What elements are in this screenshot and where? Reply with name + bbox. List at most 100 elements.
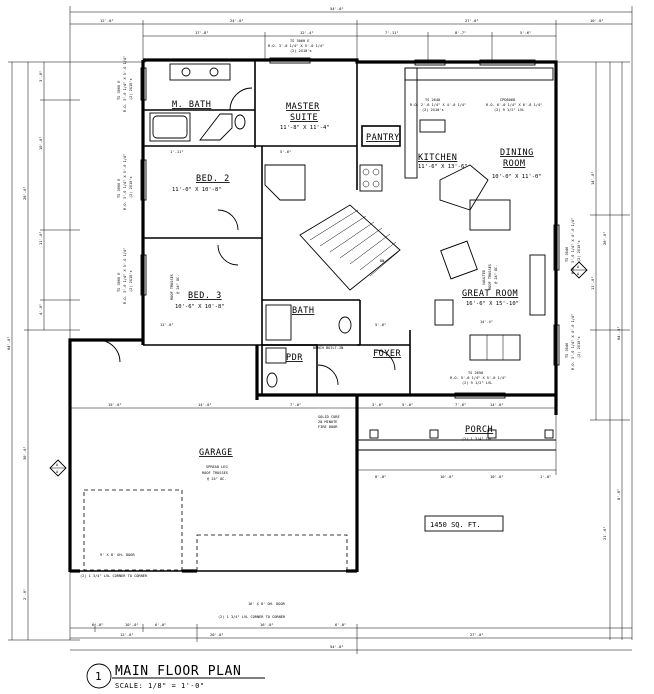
dim-bottom-2: 27'-0" xyxy=(470,632,484,637)
bath-label: BATH xyxy=(292,306,314,316)
bench-note: BENCH BUILT-IN xyxy=(313,346,343,350)
title-scale: SCALE: 1/8" = 1'-0" xyxy=(115,682,205,690)
front-window-1: TS 2650 xyxy=(468,371,483,375)
roof-truss-2: @ 24" OC. xyxy=(176,275,180,294)
dim-right-4: 11'-0" xyxy=(590,276,595,290)
dim-mid-4: 5'-6" xyxy=(402,402,413,407)
dim-left-6: 2'-0" xyxy=(22,589,27,600)
dim-seg-2: 12'-4" xyxy=(300,30,314,35)
dim-left-4: 4'-0" xyxy=(38,304,43,315)
right-window-2: R.O. 3'-0 1/4" X 4'-0 1/4" xyxy=(571,218,575,274)
dim-top-far-right: 10'-0" xyxy=(590,18,604,23)
dim-mid-1: 14'-0" xyxy=(198,402,212,407)
dim-left-overall: 64'-0" xyxy=(6,336,11,350)
porch-note: (2) 1 3/4" LVL xyxy=(462,437,492,441)
room-labels: M. BATH MASTER SUITE 11'-8" X 11'-4" PAN… xyxy=(172,100,542,481)
kitchen-size: 11'-6" X 13'-6" xyxy=(418,164,468,170)
bed-window-c-3: (2) 2X10's xyxy=(129,270,133,292)
bed-window-a-2: R.O. 3'-0 1/4" X 5'-0 1/4" xyxy=(123,56,127,112)
bed-window-c-2: R.O. 3'-0 1/4" X 5'-0 1/4" xyxy=(123,248,127,304)
garage-label: GARAGE xyxy=(199,448,233,458)
front-window-2: R.O. 5'-0 1/4" X 5'-0 1/4" xyxy=(450,376,506,380)
great-room-label: GREAT ROOM xyxy=(462,289,518,299)
section-marker-right-id: A xyxy=(577,265,580,269)
stair xyxy=(299,204,401,291)
dim-top-right: 27'-0" xyxy=(465,18,479,23)
dim-porch-4: 1'-0" xyxy=(540,474,551,479)
dim-seg-4: 8'-7" xyxy=(455,30,466,35)
garage-door-2-hdr: (2) 1 3/4" LVL CORNER TO CORNER xyxy=(218,615,286,619)
section-marker-left-sheet: A xyxy=(56,470,59,474)
dim-porch-2: 10'-0" xyxy=(440,474,454,479)
section-marker-left-id: A xyxy=(56,463,59,467)
dim-overall-top: 54'-0" xyxy=(330,6,344,11)
solid-core-2: 20 MINUTE xyxy=(318,420,337,424)
bed2-label: BED. 2 xyxy=(196,174,230,184)
interior-dimensions: 15'-0" 14'-0" 7'-6" 3'-6" 5'-6" 7'-6" 14… xyxy=(70,149,556,479)
dining-window-2: R.O. 6'-0 1/4" X 6'-8 1/4" xyxy=(486,103,542,107)
dim-right-2: 21'-6" xyxy=(602,526,607,540)
dim-seg-5: 5'-6" xyxy=(520,30,531,35)
right-window-1: TS 3040 xyxy=(565,247,569,262)
doors xyxy=(97,87,396,386)
dim-mid-2: 7'-6" xyxy=(290,402,301,407)
dim-right-3: 14'-0" xyxy=(590,171,595,185)
exterior-walls xyxy=(68,58,558,573)
garage-door-2: 16' X 8' OH. DOOR xyxy=(248,602,286,606)
great-room-size: 16'-6" X 15'-10" xyxy=(466,301,519,307)
dining-window-1: CPD6068 xyxy=(500,98,515,102)
dim-bottom-5: 16'-0" xyxy=(260,622,274,627)
garage-door-1-hdr: (2) 1 3/4" LVL CORNER TO CORNER xyxy=(80,574,148,578)
solid-core-3: FIRE DOOR xyxy=(318,425,338,429)
title-name: MAIN FLOOR PLAN xyxy=(115,664,241,679)
section-marker-right-sheet: A xyxy=(577,272,580,276)
garage-door-1: 9' X 8' OH. DOOR xyxy=(100,553,135,557)
kitchen-window-1: TS 2640 xyxy=(425,98,440,102)
garage-note-2: ROOF TRUSSES xyxy=(202,471,228,475)
bed3-label: BED. 3 xyxy=(188,291,222,301)
dim-int-2: 5'-6" xyxy=(280,149,291,154)
dim-bottom-1: 20'-0" xyxy=(210,632,224,637)
dim-mid-3: 3'-6" xyxy=(372,402,383,407)
vaulted-3: @ 24" OC. xyxy=(494,265,498,284)
bed-window-a-1: TS 3060 E xyxy=(117,81,121,100)
top-dimensions: 54'-0" 24'-0" 12'-0" 27'-0" 10'-0" 17'-8… xyxy=(69,6,633,640)
top-header-2: R.O. 3'-0 1/4" X 5'-0 1/4" xyxy=(268,44,324,48)
title-number: 1 xyxy=(95,670,102,683)
dim-porch-3: 10'-0" xyxy=(490,474,504,479)
m-bath-label: M. BATH xyxy=(172,100,211,110)
porch xyxy=(357,395,557,475)
stair-dn: DN xyxy=(380,259,384,263)
dim-bottom-overall: 54'-0" xyxy=(330,644,344,649)
bed3-size: 10'-6" X 10'-8" xyxy=(175,304,225,310)
dim-left-lower: 36'-0" xyxy=(22,446,27,460)
area-label: 1450 SQ. FT. xyxy=(430,521,481,529)
right-window-3: (2) 2X10's xyxy=(577,240,581,262)
bed2-size: 11'-0" X 10'-8" xyxy=(172,187,222,193)
right-window-b-2: R.O. 3'-0 1/4" X 4'-0 1/4" xyxy=(571,314,575,370)
bed-window-b-3: (2) 2X10's xyxy=(129,176,133,198)
dim-top-seg: 12'-0" xyxy=(100,18,114,23)
dim-left-upper: 28'-0" xyxy=(22,186,27,200)
front-window-3: (2) 9 1/2" LVL xyxy=(462,381,492,385)
dim-right-1: 28'-0" xyxy=(602,231,607,245)
bed-window-c-1: TS 3060 E xyxy=(117,273,121,292)
area-box xyxy=(424,515,504,532)
bed-window-b-1: TS 3060 E xyxy=(117,179,121,198)
dim-mid-garage-left: 15'-0" xyxy=(108,402,122,407)
dim-bottom-3b: 6'-0" xyxy=(155,622,166,627)
roof-truss-1: ROOF TRUSSES xyxy=(170,274,174,300)
dining-label-2: ROOM xyxy=(503,159,525,169)
top-header-1: TS 3060 E xyxy=(290,39,309,43)
dining-size: 10'-0" X 11'-0" xyxy=(492,174,542,180)
windows xyxy=(140,57,560,399)
top-header-3: (2) 2X10's xyxy=(290,49,312,53)
section-marker-right: A A xyxy=(570,261,588,279)
garage-note-1: SPREAD LEG xyxy=(206,465,228,469)
title-number-circle xyxy=(86,663,112,689)
dim-int-1: 1'-11" xyxy=(170,149,184,154)
porch-label: PORCH xyxy=(465,425,493,435)
fixtures xyxy=(149,63,554,388)
dim-top-left: 24'-0" xyxy=(230,18,244,23)
